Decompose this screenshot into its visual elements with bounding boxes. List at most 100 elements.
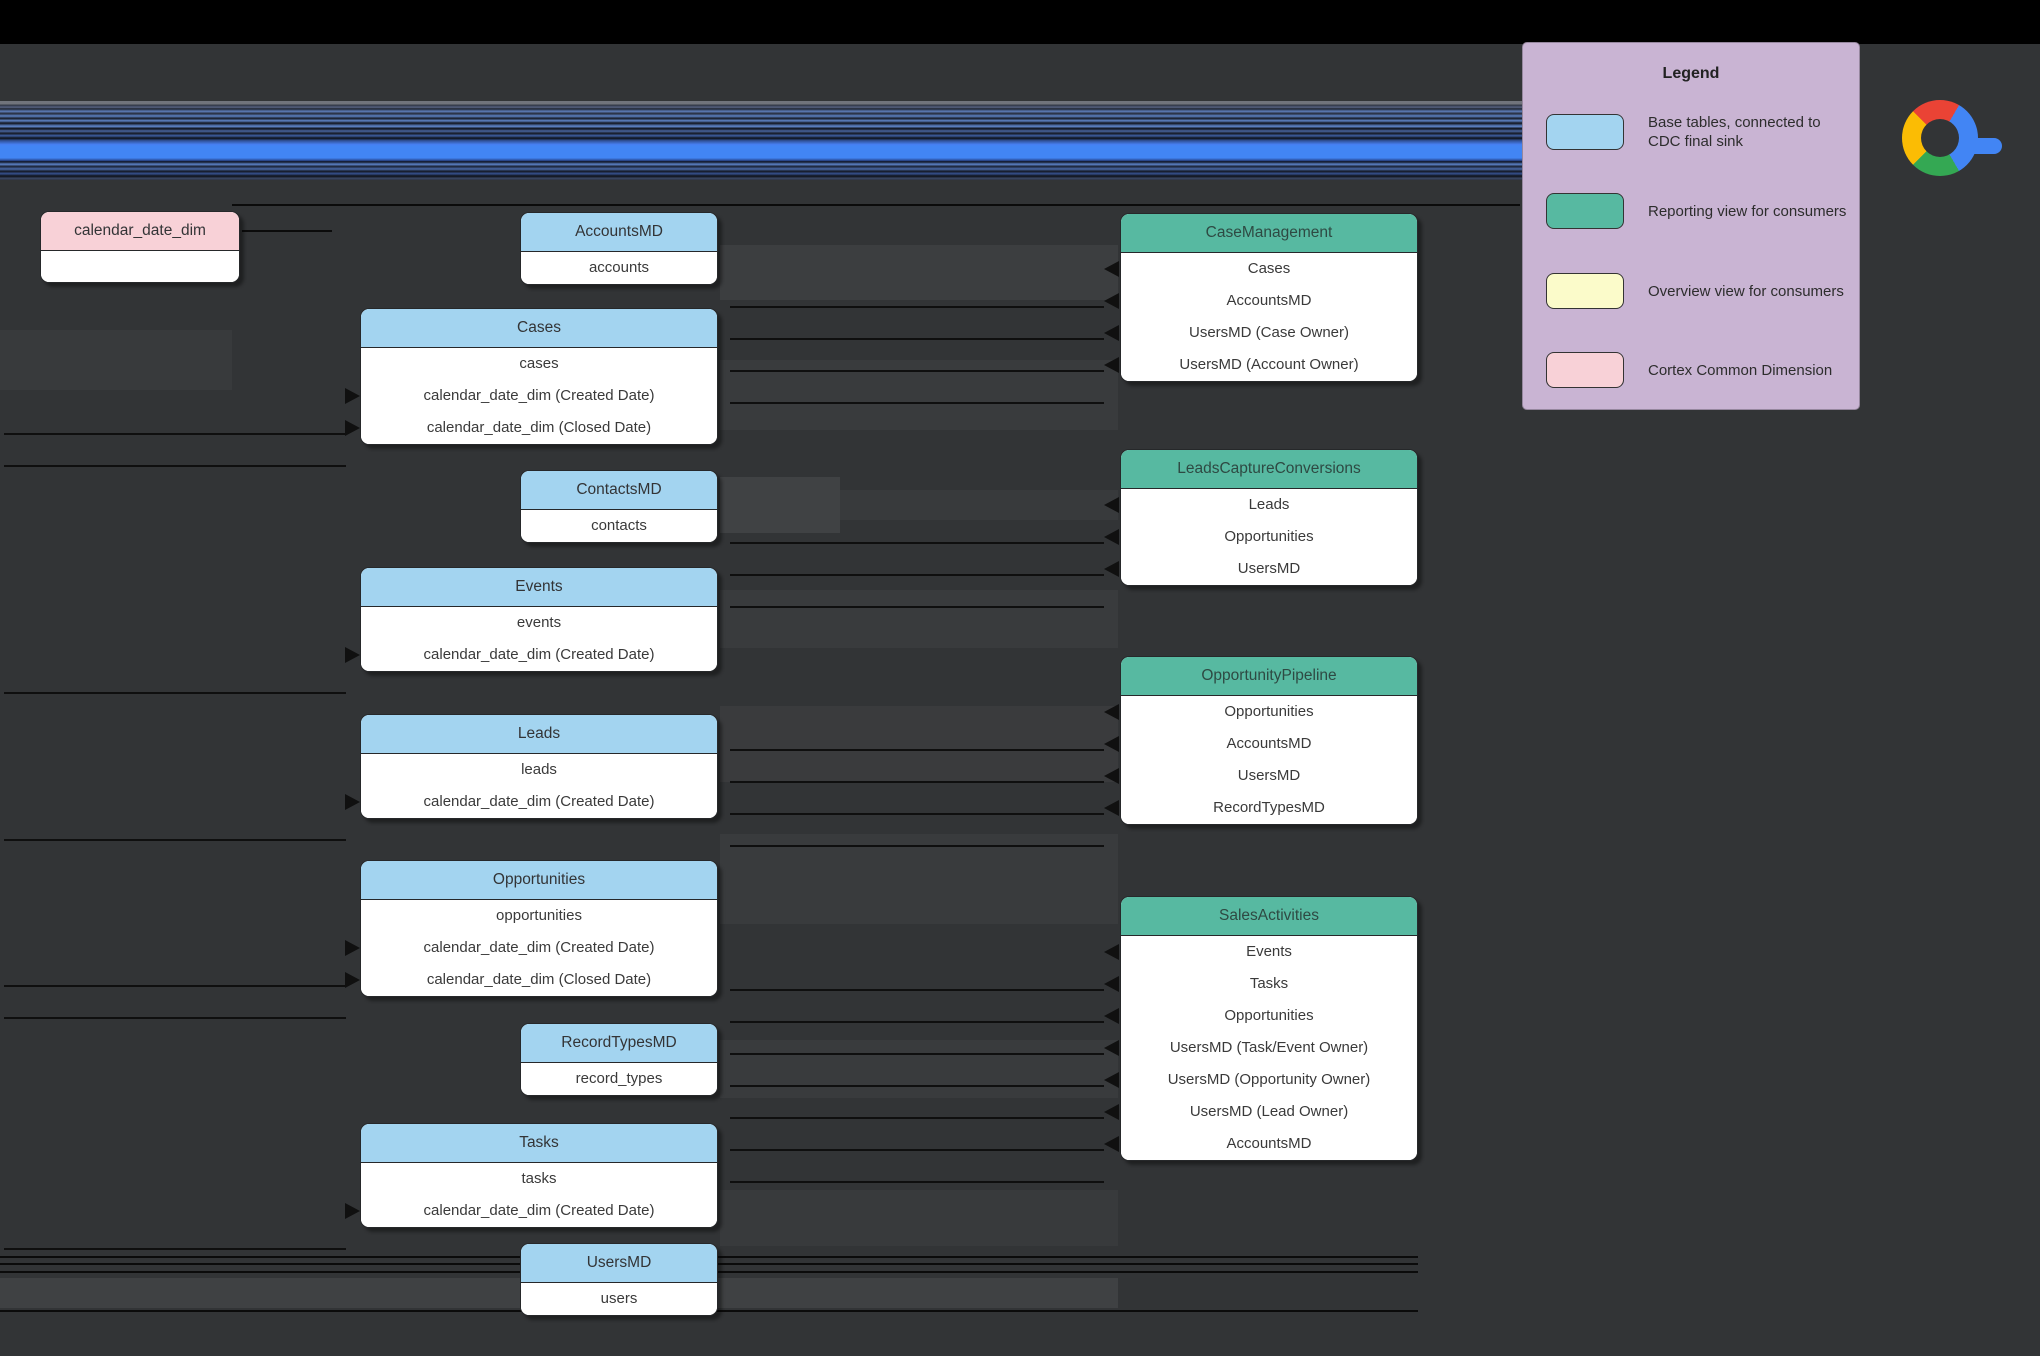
table-row[interactable]: UsersMD — [1104, 760, 1417, 792]
table-header[interactable]: OpportunityPipeline — [1121, 657, 1417, 696]
legend-item: Cortex Common Dimension — [1546, 346, 1851, 394]
connector-line — [4, 433, 346, 435]
connector-line — [730, 1085, 1104, 1087]
table-header[interactable]: CaseManagement — [1121, 214, 1417, 253]
table-row[interactable]: Opportunities — [1104, 521, 1417, 553]
table-row[interactable]: calendar_date_dim (Created Date) — [345, 1195, 717, 1227]
table-row[interactable]: Tasks — [1104, 968, 1417, 1000]
table-row-label: AccountsMD — [1226, 1135, 1312, 1152]
table-header[interactable]: AccountsMD — [521, 213, 717, 252]
table-row[interactable]: UsersMD (Case Owner) — [1104, 317, 1417, 349]
connector-line — [242, 230, 332, 232]
table-row[interactable]: UsersMD — [1104, 553, 1417, 585]
arrowhead-right-icon — [345, 794, 360, 810]
table-row-label: calendar_date_dim (Created Date) — [423, 646, 655, 663]
table-usersmd[interactable]: UsersMD users — [520, 1243, 718, 1316]
table-row[interactable]: calendar_date_dim (Created Date) — [345, 639, 717, 671]
arrowhead-right-icon — [345, 1203, 360, 1219]
table-row-label: UsersMD (Account Owner) — [1179, 356, 1359, 373]
table-row[interactable]: tasks — [361, 1163, 717, 1195]
table-row[interactable]: calendar_date_dim (Closed Date) — [345, 964, 717, 996]
table-row[interactable]: Opportunities — [1104, 696, 1417, 728]
table-header[interactable]: Cases — [361, 309, 717, 348]
table-header[interactable]: SalesActivities — [1121, 897, 1417, 936]
table-row[interactable]: Leads — [1104, 489, 1417, 521]
edge-bundle-band — [720, 245, 1118, 300]
table-row[interactable]: Opportunities — [1104, 1000, 1417, 1032]
table-row[interactable]: Cases — [1104, 253, 1417, 285]
table-events[interactable]: Events events calendar_date_dim (Created … — [345, 567, 718, 672]
table-row[interactable]: AccountsMD — [1104, 285, 1417, 317]
connector-line — [730, 306, 1104, 308]
table-row-label: Opportunities — [1224, 1007, 1314, 1024]
table-row-label: UsersMD (Case Owner) — [1188, 324, 1350, 341]
table-contactsmd[interactable]: ContactsMD contacts — [520, 470, 718, 543]
table-header[interactable]: calendar_date_dim — [41, 212, 239, 251]
table-header[interactable]: Events — [361, 568, 717, 607]
table-row[interactable]: UsersMD (Account Owner) — [1104, 349, 1417, 381]
connector-line — [4, 1248, 346, 1250]
table-accountsmd[interactable]: AccountsMD accounts — [520, 212, 718, 285]
table-row-label: contacts — [591, 517, 647, 534]
table-header[interactable]: ContactsMD — [521, 471, 717, 510]
google-cloud-logo — [1902, 96, 2002, 180]
table-row-label: Events — [1246, 943, 1292, 960]
table-row[interactable]: cases — [361, 348, 717, 380]
table-row-label: leads — [521, 761, 557, 778]
table-calendar-date-dim[interactable]: calendar_date_dim — [40, 211, 240, 283]
table-row[interactable]: users — [521, 1283, 717, 1315]
table-row[interactable]: events — [361, 607, 717, 639]
table-header[interactable]: UsersMD — [521, 1244, 717, 1283]
table-row[interactable]: UsersMD (Task/Event Owner) — [1104, 1032, 1417, 1064]
table-header[interactable]: Opportunities — [361, 861, 717, 900]
table-row[interactable]: calendar_date_dim (Created Date) — [345, 786, 717, 818]
table-row-label: Tasks — [1249, 975, 1289, 992]
table-cases[interactable]: Cases cases calendar_date_dim (Created Da… — [345, 308, 718, 445]
arrowhead-left-icon — [1104, 1136, 1119, 1152]
arrowhead-left-icon — [1104, 944, 1119, 960]
table-recordtypesmd[interactable]: RecordTypesMD record_types — [520, 1023, 718, 1096]
edge-bundle-band — [720, 1190, 1118, 1246]
table-row[interactable]: contacts — [521, 510, 717, 542]
table-header[interactable]: RecordTypesMD — [521, 1024, 717, 1063]
legend-item: Overview view for consumers — [1546, 267, 1851, 315]
arrowhead-left-icon — [1104, 768, 1119, 784]
table-row-label: cases — [519, 355, 559, 372]
table-row[interactable]: AccountsMD — [1104, 1128, 1417, 1160]
arrowhead-right-icon — [345, 420, 360, 436]
table-row[interactable]: calendar_date_dim (Created Date) — [345, 932, 717, 964]
arrowhead-left-icon — [1104, 1008, 1119, 1024]
table-row[interactable]: calendar_date_dim (Closed Date) — [345, 412, 717, 444]
table-row[interactable]: AccountsMD — [1104, 728, 1417, 760]
connector-line — [730, 1117, 1104, 1119]
connector-line — [730, 402, 1104, 404]
table-row[interactable]: UsersMD (Opportunity Owner) — [1104, 1064, 1417, 1096]
table-row[interactable]: opportunities — [361, 900, 717, 932]
table-row[interactable]: accounts — [521, 252, 717, 284]
table-row-label: UsersMD (Task/Event Owner) — [1169, 1039, 1369, 1056]
table-row[interactable]: record_types — [521, 1063, 717, 1095]
edge-bundle-band — [720, 1040, 1118, 1098]
table-row[interactable]: calendar_date_dim (Created Date) — [345, 380, 717, 412]
connector-line — [730, 1149, 1104, 1151]
table-row-label: accounts — [588, 259, 650, 276]
table-header[interactable]: Leads — [361, 715, 717, 754]
table-row[interactable]: leads — [361, 754, 717, 786]
table-leads[interactable]: Leads leads calendar_date_dim (Created Da… — [345, 714, 718, 819]
top-black-bar — [0, 0, 2040, 44]
google-cloud-ring-icon — [1902, 100, 1978, 176]
table-row[interactable]: Events — [1104, 936, 1417, 968]
connector-line — [4, 692, 346, 694]
table-header[interactable]: LeadsCaptureConversions — [1121, 450, 1417, 489]
table-header[interactable]: Tasks — [361, 1124, 717, 1163]
table-row[interactable]: RecordTypesMD — [1104, 792, 1417, 824]
table-row[interactable]: UsersMD (Lead Owner) — [1104, 1096, 1417, 1128]
connector-line — [730, 845, 1104, 847]
